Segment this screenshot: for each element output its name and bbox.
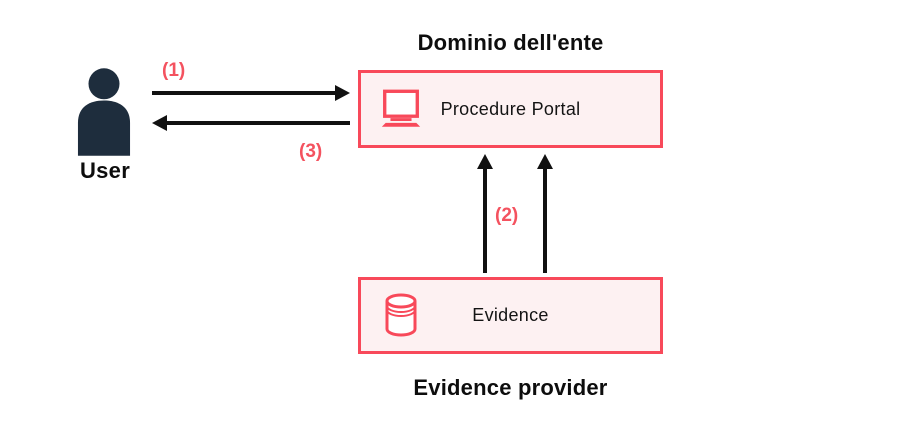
arrow-step1-label: (1) [162, 60, 186, 81]
node-evidence-label: Evidence [472, 305, 549, 325]
node-evidence: Evidence [358, 277, 663, 354]
arrow-step2-right [537, 154, 553, 273]
user-icon [77, 68, 131, 156]
arrow-step3 [152, 115, 350, 131]
arrow-step1 [152, 85, 350, 101]
arrowhead-left-icon [152, 115, 167, 131]
arrowhead-up-icon [477, 154, 493, 169]
arrow-step2-left [477, 154, 493, 273]
node-procedure-portal-label: Procedure Portal [440, 98, 581, 119]
arrowhead-right-icon [335, 85, 350, 101]
node-procedure-portal: Procedure Portal [358, 70, 663, 148]
database-icon [385, 293, 417, 337]
monitor-icon [381, 89, 421, 127]
arrow-step2-label: (2) [495, 205, 519, 226]
actor-label: User [79, 158, 131, 183]
domain-title-bottom: Evidence provider [413, 375, 608, 400]
domain-title-top: Dominio dell'ente [417, 30, 604, 55]
arrow-step3-label: (3) [299, 141, 323, 162]
arrowhead-up-icon [537, 154, 553, 169]
